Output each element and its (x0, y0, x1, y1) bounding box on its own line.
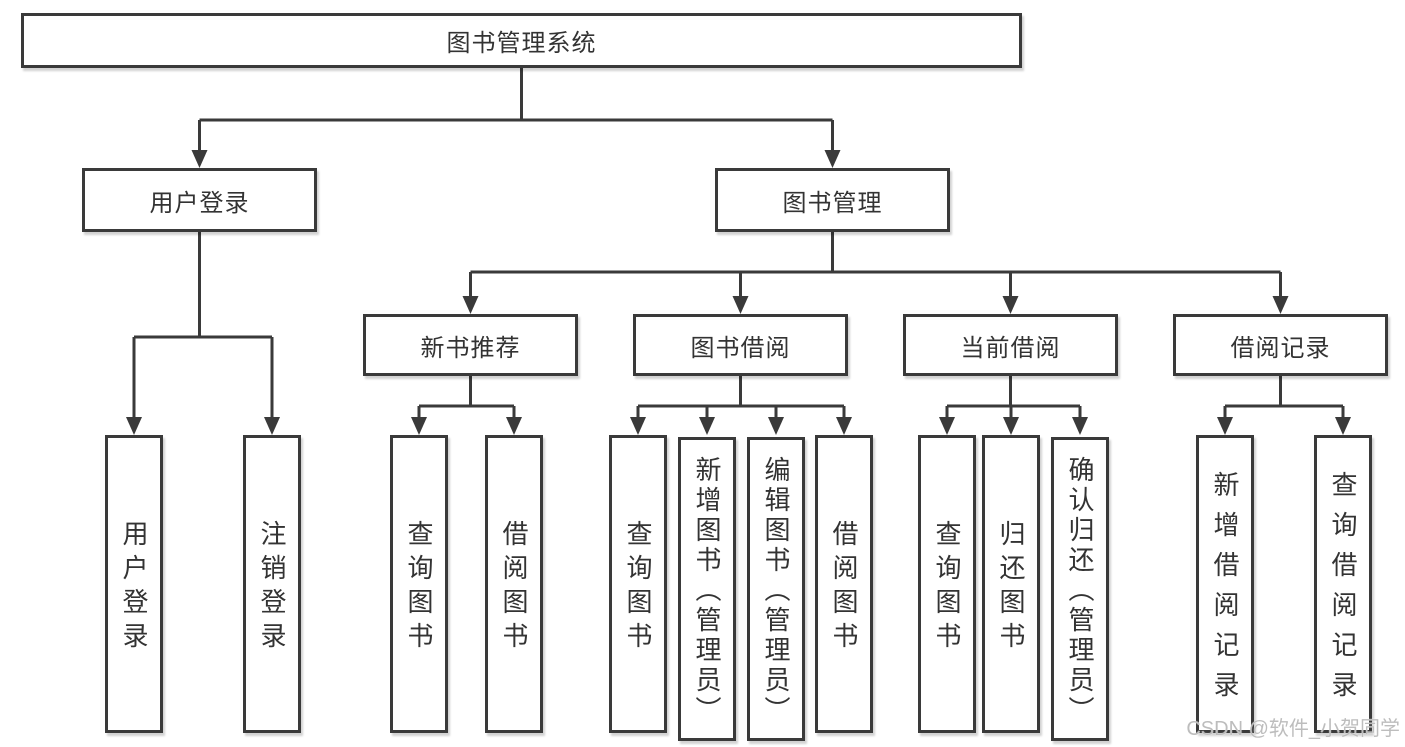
node-label: 新增图书（管理员） (692, 456, 722, 726)
node-query-books-borrow: 查询图书 (609, 435, 667, 733)
node-borrow-records: 借阅记录 (1173, 314, 1388, 376)
node-label: 查询借阅记录 (1328, 471, 1358, 711)
node-label: 借阅记录 (1230, 334, 1331, 362)
node-root: 图书管理系统 (21, 13, 1022, 68)
node-add-book-admin: 新增图书（管理员） (678, 437, 736, 741)
node-query-books-recommend: 查询图书 (390, 435, 448, 733)
node-confirm-return-admin: 确认归还（管理员） (1051, 437, 1109, 741)
node-book-management: 图书管理 (715, 168, 950, 232)
node-label: 注销登录 (257, 520, 287, 656)
node-label: 查询图书 (404, 520, 434, 656)
node-borrow-books-leaf: 借阅图书 (815, 435, 873, 733)
node-current-borrow: 当前借阅 (903, 314, 1118, 376)
node-edit-book-admin: 编辑图书（管理员） (747, 437, 805, 741)
node-new-book-recommend: 新书推荐 (363, 314, 578, 376)
node-label: 编辑图书（管理员） (761, 456, 791, 726)
node-label: 查询图书 (932, 520, 962, 656)
node-label: 用户登录 (149, 189, 250, 217)
node-label: 当前借阅 (960, 334, 1061, 362)
node-label: 查询图书 (623, 520, 653, 656)
node-label: 确认归还（管理员） (1065, 456, 1095, 726)
node-label: 图书管理 (782, 189, 883, 217)
node-borrow-books-recommend: 借阅图书 (485, 435, 543, 733)
node-query-books-current: 查询图书 (918, 435, 976, 733)
node-query-borrow-record: 查询借阅记录 (1314, 435, 1372, 733)
node-label: 新书推荐 (420, 334, 521, 362)
node-label: 归还图书 (996, 520, 1026, 656)
node-user-login-leaf: 用户登录 (105, 435, 163, 733)
node-label: 新增借阅记录 (1210, 471, 1240, 711)
node-logout: 注销登录 (243, 435, 301, 733)
node-label: 图书借阅 (690, 334, 791, 362)
node-label: 借阅图书 (499, 520, 529, 656)
csdn-watermark: CSDN @软件_小贺同学 (1186, 718, 1400, 740)
node-label: 借阅图书 (829, 520, 859, 656)
node-return-books: 归还图书 (982, 435, 1040, 733)
node-add-borrow-record: 新增借阅记录 (1196, 435, 1254, 733)
arrowheads (126, 150, 1351, 435)
node-label: 用户登录 (119, 520, 149, 656)
node-label: 图书管理系统 (446, 30, 597, 57)
node-book-borrow: 图书借阅 (633, 314, 848, 376)
node-user-login: 用户登录 (82, 168, 317, 232)
